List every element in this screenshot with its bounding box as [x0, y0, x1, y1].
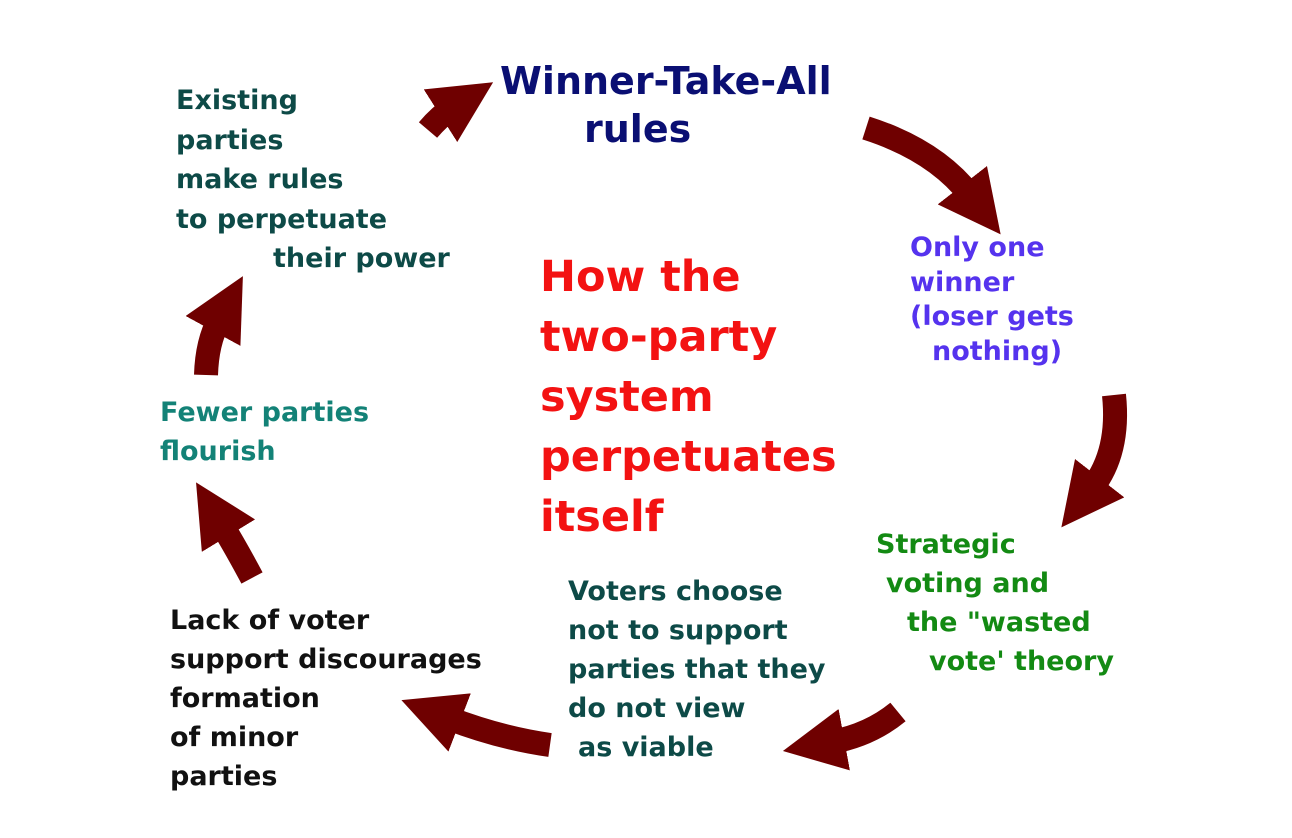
- arrow-fewer-to-existing: [185, 276, 243, 376]
- node-text-line: do not view: [568, 693, 746, 724]
- node-lack-of-support: Lack of voter support discourages format…: [170, 607, 482, 802]
- center-title: How the two-party system perpetuates its…: [540, 256, 837, 556]
- node-text-line: parties: [170, 761, 278, 792]
- node-text-line: vote' theory: [929, 646, 1114, 677]
- node-text-line: Fewer parties: [160, 397, 370, 428]
- center-title-line: perpetuates: [540, 432, 837, 482]
- node-text-line: formation: [170, 683, 320, 714]
- node-text-line: parties that they: [568, 654, 826, 685]
- node-text-line: Lack of voter: [170, 605, 370, 636]
- node-text-line: of minor: [170, 722, 299, 753]
- node-voters-choose: Voters choose not to support parties tha…: [568, 578, 826, 773]
- node-text-line: as viable: [578, 732, 714, 763]
- node-fewer-parties: Fewer parties flourish: [160, 399, 369, 477]
- node-text-line: parties: [176, 124, 284, 156]
- arrow-voters-to-lack: [401, 693, 552, 757]
- node-text-line: nothing): [932, 335, 1063, 367]
- node-text-line: flourish: [160, 436, 276, 467]
- arrow-strategic-to-voters: [782, 702, 906, 771]
- center-title-line: system: [540, 372, 714, 422]
- node-text-line: to perpetuate: [176, 203, 388, 235]
- node-text-line: their power: [273, 243, 450, 274]
- arrow-lack-to-fewer: [196, 482, 263, 584]
- node-text-line: (loser gets: [910, 301, 1074, 332]
- node-text-line: rules: [584, 107, 692, 151]
- node-text-line: Voters choose: [568, 576, 783, 607]
- center-title-line: How the: [540, 252, 741, 302]
- arrow-existing-to-winner: [418, 82, 494, 143]
- node-text-line: voting and: [886, 568, 1050, 599]
- center-title-line: itself: [540, 492, 664, 542]
- node-text-line: Existing: [176, 85, 298, 116]
- center-title-line: two-party: [540, 312, 778, 362]
- node-text-line: not to support: [568, 615, 788, 646]
- node-text-line: support discourages: [170, 644, 482, 675]
- node-text-line: Only one: [910, 232, 1045, 263]
- node-text-line: Strategic: [876, 529, 1016, 560]
- node-winner-take-all: Winner-Take-All rules: [500, 62, 832, 158]
- node-strategic-voting: Strategic voting and the "wasted vote' t…: [876, 531, 1114, 687]
- node-text-line: winner: [910, 266, 1015, 298]
- arrow-only-one-to-strategic: [1061, 393, 1128, 528]
- node-text-line: Winner-Take-All: [500, 59, 832, 103]
- node-existing-parties: Existing parties make rules to perpetuat…: [176, 87, 450, 285]
- node-text-line: the "wasted: [907, 607, 1091, 638]
- node-text-line: make rules: [176, 164, 344, 195]
- node-only-one-winner: Only one winner (loser gets nothing): [910, 234, 1074, 372]
- arrow-winner-to-only-one: [862, 116, 1001, 235]
